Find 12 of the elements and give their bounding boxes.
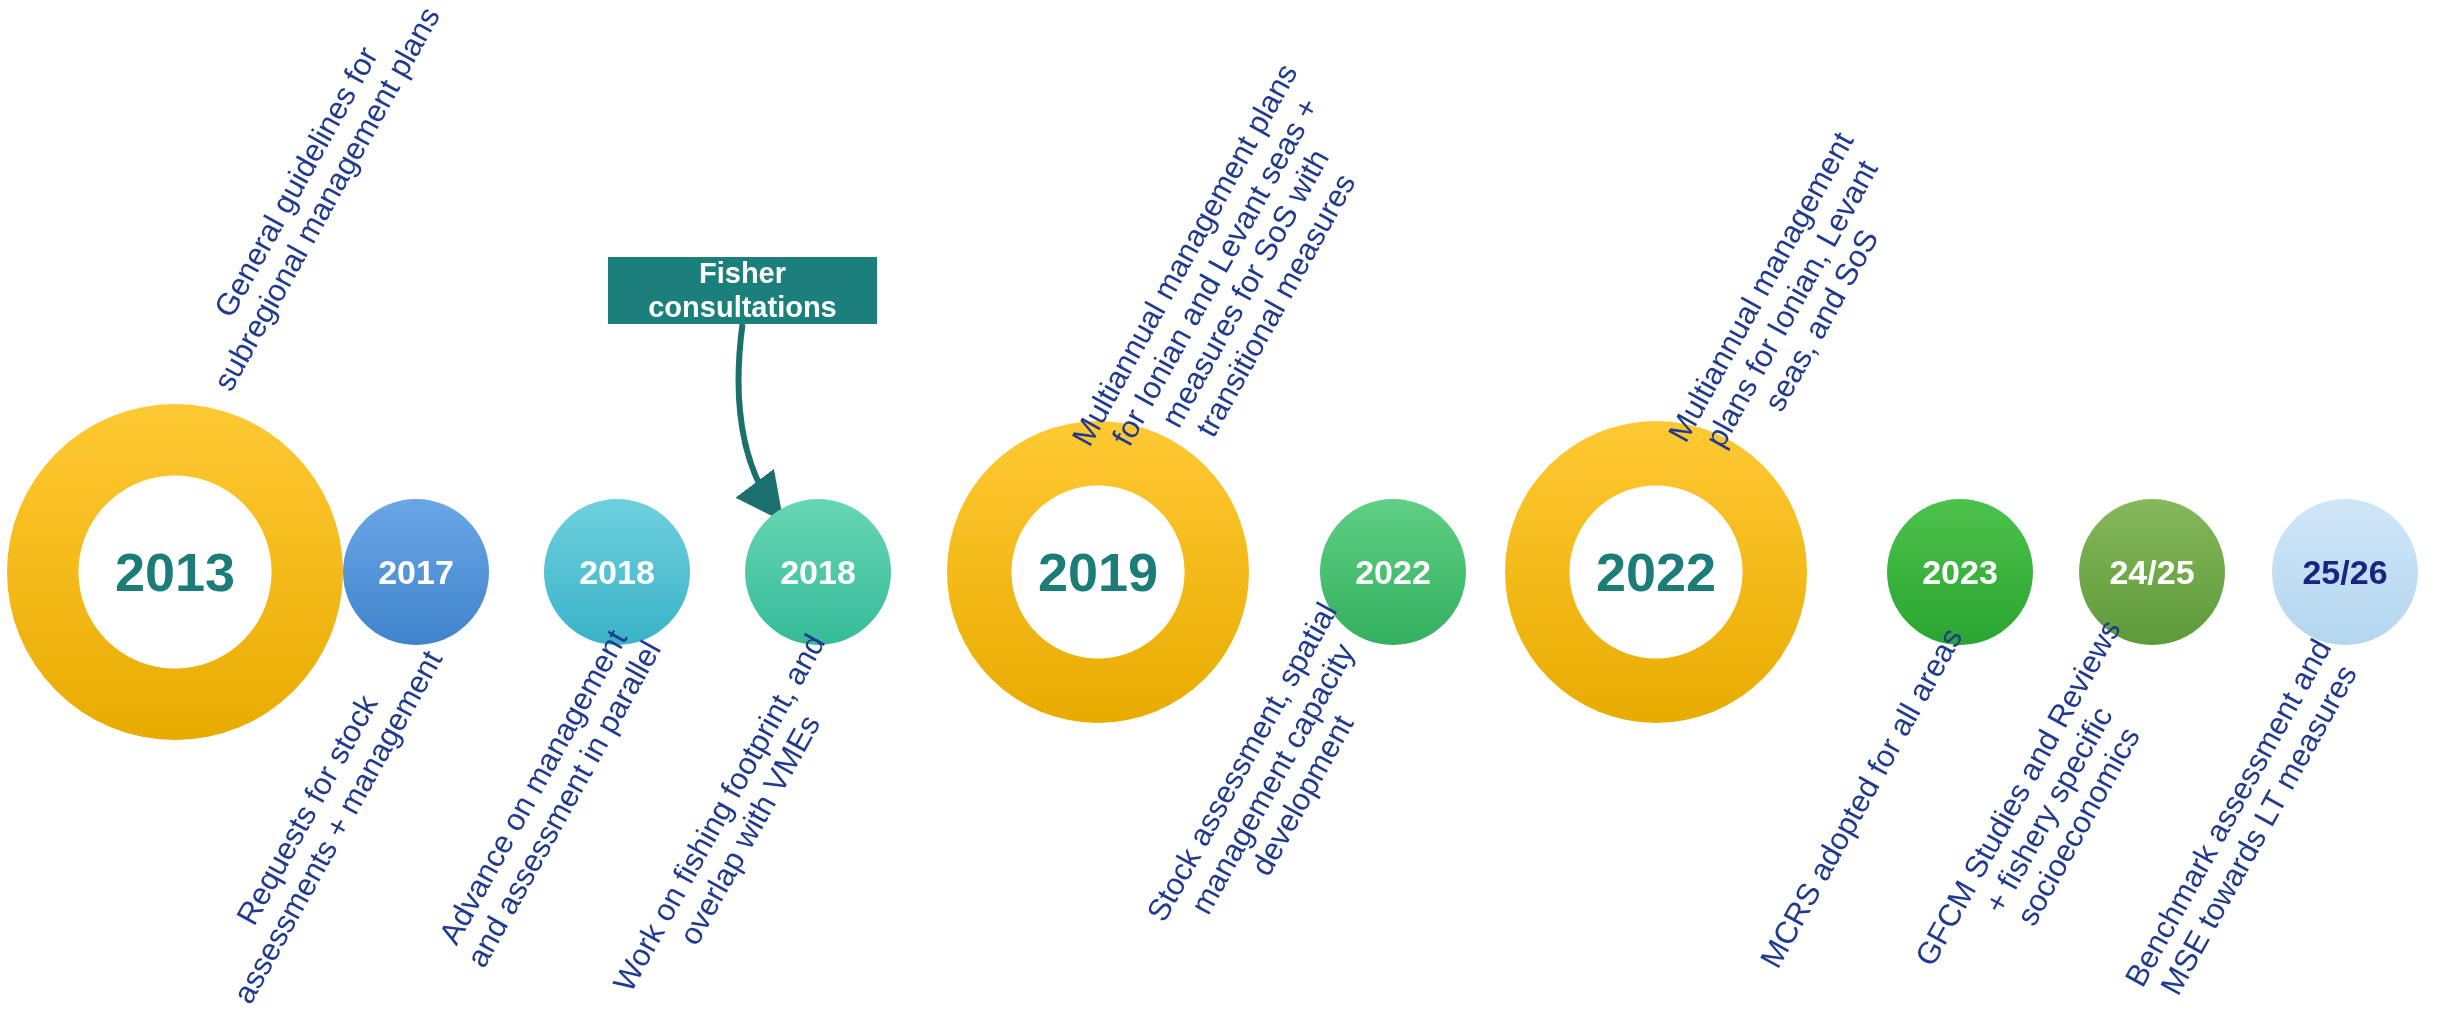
year-label: 2018 xyxy=(780,552,856,592)
year-label: 2023 xyxy=(1922,552,1998,592)
year-label: 24/25 xyxy=(2109,552,2195,592)
year-label: 2017 xyxy=(378,552,454,592)
year-label: 2022 xyxy=(1595,541,1717,603)
year-label: 2019 xyxy=(1037,541,1159,603)
year-label: 2022 xyxy=(1355,552,1431,592)
callout-text: Fisher consultations xyxy=(648,257,837,324)
year-label: 2013 xyxy=(114,541,236,603)
year-label: 25/26 xyxy=(2302,552,2388,592)
year-label: 2018 xyxy=(579,552,655,592)
callout-box xyxy=(608,257,877,324)
